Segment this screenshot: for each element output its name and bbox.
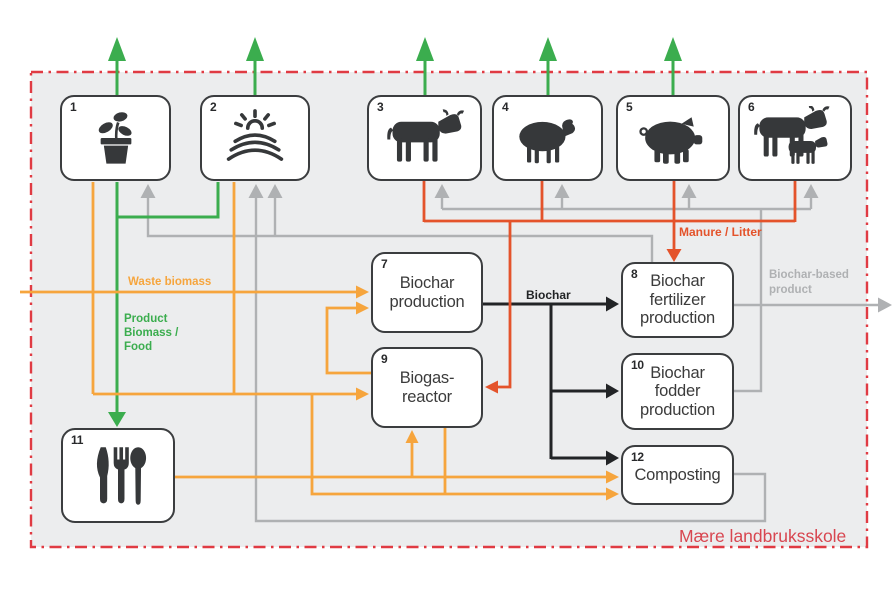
node-number: 9 <box>381 352 388 366</box>
node-composting: 12 Composting <box>621 445 734 505</box>
waste-biomass-label: Waste biomass <box>128 276 211 288</box>
node-number: 12 <box>631 450 644 464</box>
waste-to-composting-line <box>310 394 606 496</box>
node-label: Composting <box>634 465 721 484</box>
compost-to-field-arrowhead <box>248 184 264 198</box>
node-number: 8 <box>631 267 638 281</box>
node-number: 2 <box>210 100 217 114</box>
fodder-to-animals-arrowheads <box>434 184 819 198</box>
orange-arrowheads <box>356 285 619 501</box>
biochar-product-outflow-arrow <box>734 297 892 313</box>
node-biogas-reactor: 9 Biogas- reactor <box>371 347 483 428</box>
cattle-pair-icon <box>740 97 850 179</box>
cutlery-icon <box>63 430 173 521</box>
node-food-consumption: 11 <box>61 428 175 523</box>
node-biochar-fodder-production: 10 Biochar fodder production <box>621 353 734 430</box>
biochar-label: Biochar <box>526 288 571 302</box>
node-cattle-pair: 6 <box>738 95 852 181</box>
biogas-to-biochar-line <box>325 306 371 375</box>
node-number: 1 <box>70 100 77 114</box>
node-number: 7 <box>381 257 388 271</box>
manure-litter-lines <box>422 181 797 389</box>
biochar-based-label-line1: Biochar-based <box>769 269 849 281</box>
fertilizer-to-fields-arrowheads <box>140 184 283 198</box>
node-biochar-production: 7 Biochar production <box>371 252 483 333</box>
sheep-icon <box>494 97 601 179</box>
node-label: Biogas- reactor <box>399 369 455 406</box>
node-number: 6 <box>748 100 755 114</box>
product-biomass-label-line1: Product <box>124 313 168 325</box>
node-label: Biochar fertilizer production <box>639 272 716 328</box>
node-field: 2 <box>200 95 310 181</box>
node-number: 4 <box>502 100 509 114</box>
green-output-lines <box>115 61 675 413</box>
node-sheep: 4 <box>492 95 603 181</box>
node-dairy-cow: 3 <box>367 95 482 181</box>
node-pig: 5 <box>616 95 730 181</box>
manure-to-biogas-line <box>498 221 512 389</box>
node-number: 5 <box>626 100 633 114</box>
node-number: 3 <box>377 100 384 114</box>
product-biomass-label-line2: Biomass / <box>124 327 179 339</box>
node-number: 11 <box>71 433 84 447</box>
field-icon <box>202 97 308 179</box>
product-biomass-label-line3: Food <box>124 341 152 353</box>
biochar-based-label-line2: product <box>769 284 812 296</box>
node-number: 10 <box>631 358 644 372</box>
cow-icon <box>369 97 480 179</box>
node-plant-production: 1 <box>60 95 171 181</box>
green-arrowheads <box>108 37 682 427</box>
black-arrowheads <box>606 296 619 466</box>
waste-biomass-lines <box>20 182 606 496</box>
site-name-label: Mære landbruksskole <box>679 526 846 546</box>
fodder-to-animals-line <box>440 198 813 393</box>
biochar-distribution-lines <box>483 302 606 460</box>
plant-icon <box>62 97 169 179</box>
node-label: Biochar fodder production <box>639 363 716 419</box>
red-arrowheads <box>485 249 682 394</box>
pig-icon <box>618 97 728 179</box>
manure-litter-label: Manure / Litter <box>679 225 762 239</box>
compost-to-field-line <box>254 198 767 523</box>
node-biochar-fertilizer-production: 8 Biochar fertilizer production <box>621 262 734 338</box>
node-label: Biochar production <box>389 274 465 311</box>
